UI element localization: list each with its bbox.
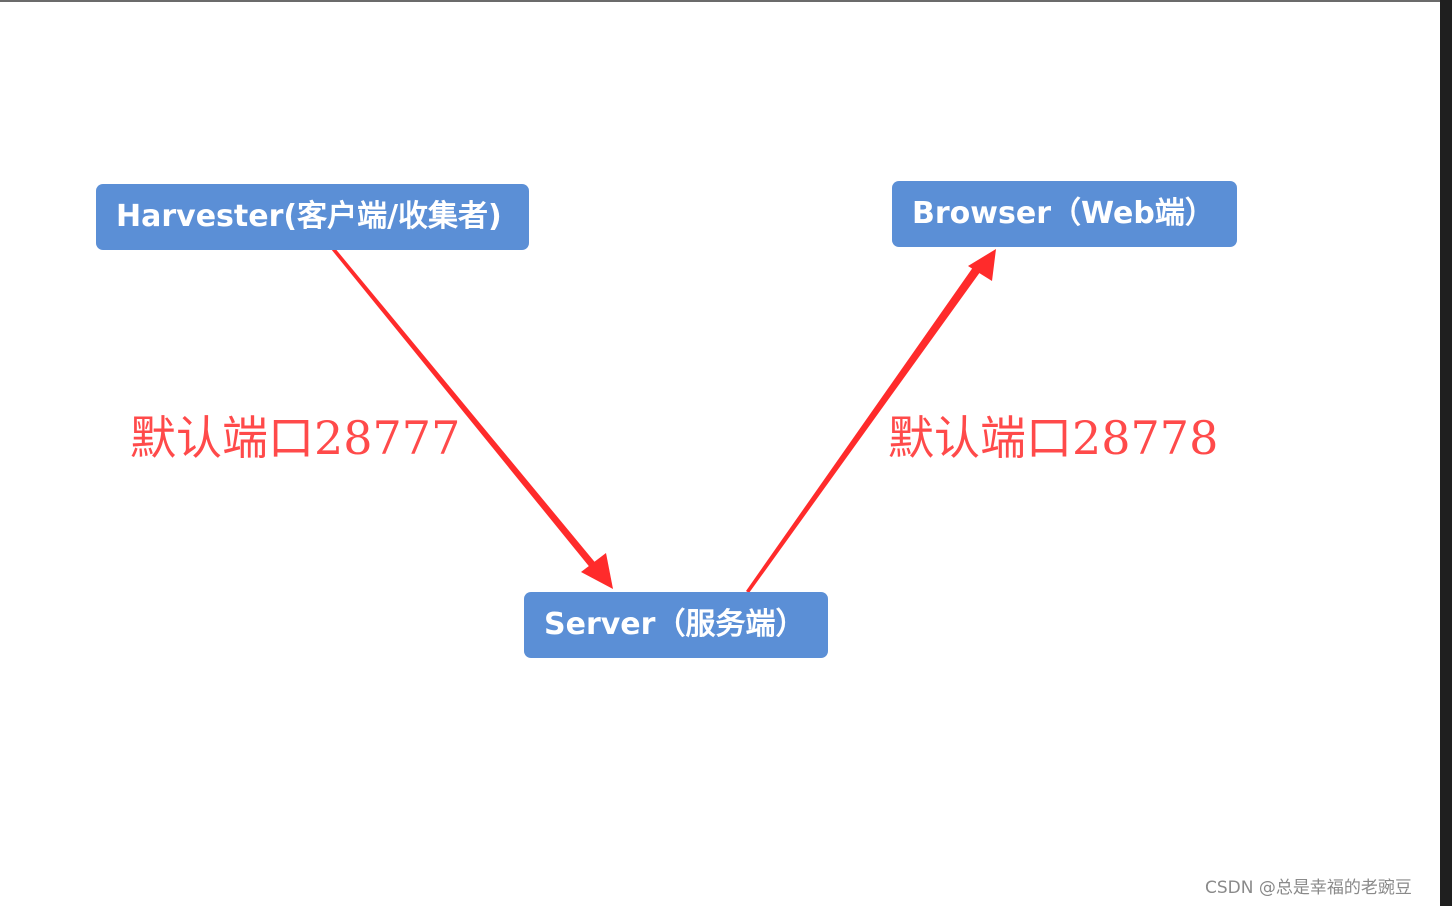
window-right-edge [1440,0,1452,906]
node-browser-label: Browser（Web端） [912,196,1215,231]
node-harvester-label: Harvester(客户端/收集者) [116,199,502,234]
arrow-harvester-to-server [331,247,613,589]
window-top-border [0,0,1452,2]
node-harvester: Harvester(客户端/收集者) [96,184,529,250]
node-server: Server（服务端） [524,592,828,658]
port-label-browser: 默认端口28778 [888,411,1219,465]
node-browser: Browser（Web端） [892,181,1237,247]
port-label-harvester: 默认端口28777 [130,411,461,465]
watermark-text: CSDN @总是幸福的老豌豆 [1205,878,1412,898]
arrow-server-to-browser [746,249,996,593]
node-server-label: Server（服务端） [544,607,806,642]
